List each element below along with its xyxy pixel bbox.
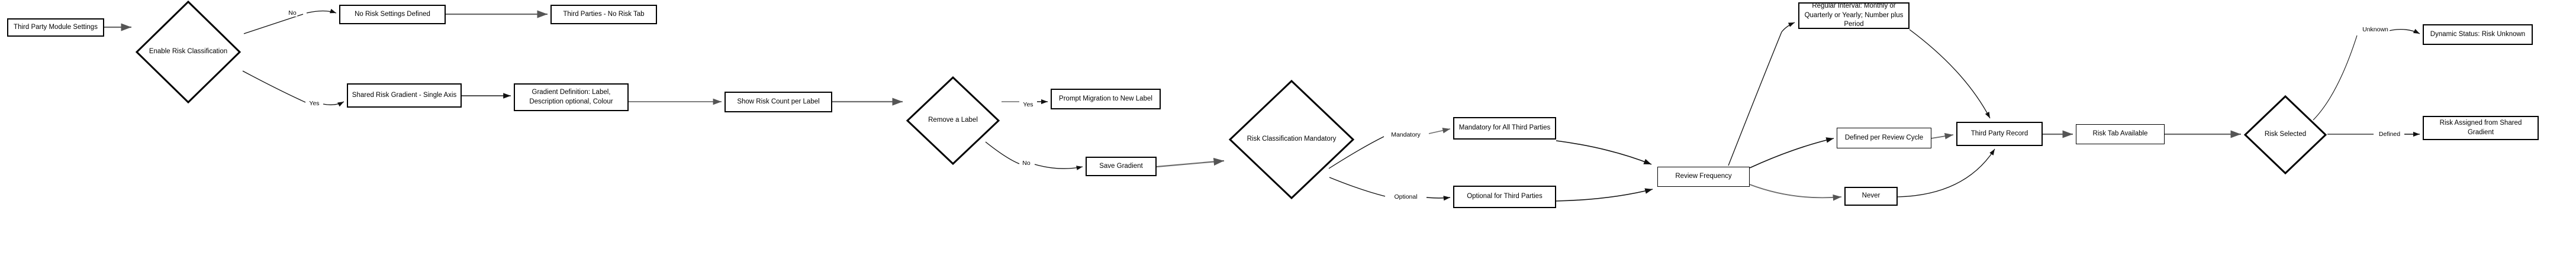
node-label: Gradient Definition: Label, Description …	[529, 88, 613, 105]
node-label: Third Party Module Settings	[14, 23, 98, 31]
node-label: Show Risk Count per Label	[737, 98, 820, 105]
edge-enable-yes	[242, 70, 344, 107]
edge-mandatoryall-to-reviewfreq	[1556, 140, 1652, 165]
node-third-party-module-settings[interactable]: Third Party Module Settings	[7, 18, 104, 37]
edge-label-yes-enable: Yes	[308, 100, 321, 107]
node-third-party-record[interactable]: Third Party Record	[1956, 122, 2043, 146]
node-optional-for-third-parties[interactable]: Optional for Third Parties	[1453, 186, 1556, 208]
node-no-risk-settings-defined[interactable]: No Risk Settings Defined	[339, 5, 446, 24]
edge-never-to-thirdpartyrecord	[1897, 148, 1995, 197]
node-label: Defined per Review Cycle	[1844, 134, 1924, 141]
node-label: Remove a Label	[928, 116, 978, 124]
node-label: Prompt Migration to New Label	[1059, 95, 1152, 102]
edge-label-defined: Defined	[2377, 131, 2402, 138]
node-defined-per-review-cycle[interactable]: Defined per Review Cycle	[1837, 128, 1931, 148]
diamond-shape	[135, 0, 242, 104]
node-risk-selected[interactable]: Risk Selected	[2243, 95, 2327, 175]
edge-reviewfreq-to-never	[1749, 184, 1842, 201]
node-label: Enable Risk Classification	[149, 48, 228, 56]
edge-optionalthird-to-reviewfreq	[1556, 188, 1653, 202]
edge-label-optional: Optional	[1393, 193, 1419, 200]
node-label: Regular Interval: Monthly or Quarterly o…	[1804, 2, 1904, 28]
node-label: Shared Risk Gradient - Single Axis	[352, 91, 457, 99]
node-label: No Risk Settings Defined	[355, 10, 430, 18]
node-regular-interval[interactable]: Regular Interval: Monthly or Quarterly o…	[1798, 2, 1910, 29]
edge-savegradient-to-mandatorydecision	[1156, 157, 1225, 168]
node-shared-risk-gradient-single-axis[interactable]: Shared Risk Gradient - Single Axis	[347, 83, 462, 108]
node-label: Third Party Record	[1970, 129, 2028, 137]
node-label: Third Parties - No Risk Tab	[563, 10, 645, 18]
diamond-shape	[906, 76, 1000, 166]
node-prompt-migration-to-new-label[interactable]: Prompt Migration to New Label	[1051, 89, 1161, 109]
node-mandatory-for-all-third-parties[interactable]: Mandatory for All Third Parties	[1453, 117, 1556, 140]
node-label: Risk Selected	[2264, 131, 2307, 138]
node-label: Review Frequency	[1675, 173, 1732, 180]
node-review-frequency[interactable]: Review Frequency	[1657, 167, 1750, 187]
node-label: Risk Assigned from Shared Gradient	[2439, 119, 2522, 136]
edge-definedcycle-to-thirdpartyrecord	[1931, 132, 1954, 140]
node-never[interactable]: Never	[1844, 187, 1898, 206]
edge-label-mandatory: Mandatory	[1390, 131, 1422, 138]
edge-reviewfreq-to-definedcycle	[1749, 137, 1834, 168]
node-label: Dynamic Status: Risk Unknown	[2430, 30, 2526, 38]
node-save-gradient[interactable]: Save Gradient	[1086, 157, 1157, 176]
edge-label-yes-removelabel: Yes	[1022, 101, 1035, 108]
edge-riskselected-unknown	[2313, 28, 2420, 121]
edge-label-no-enable: No	[287, 9, 298, 17]
edge-label-no-removelabel: No	[1021, 160, 1032, 167]
node-label: Risk Classification Mandatory	[1247, 135, 1337, 143]
node-label: Mandatory for All Third Parties	[1458, 124, 1551, 132]
node-risk-tab-available[interactable]: Risk Tab Available	[2076, 124, 2165, 144]
node-gradient-definition[interactable]: Gradient Definition: Label, Description …	[514, 83, 629, 111]
edge-reviewfreq-to-regularinterval	[1728, 22, 1795, 166]
node-label: Risk Tab Available	[2092, 130, 2148, 138]
edge-regularinterval-to-thirdpartyrecord	[1909, 29, 1991, 119]
node-label: Save Gradient	[1099, 162, 1143, 170]
node-third-parties-no-risk-tab[interactable]: Third Parties - No Risk Tab	[550, 5, 657, 24]
node-show-risk-count-per-label[interactable]: Show Risk Count per Label	[724, 92, 832, 112]
node-enable-risk-classification[interactable]: Enable Risk Classification	[135, 0, 242, 104]
edge-label-unknown: Unknown	[2361, 26, 2390, 33]
node-risk-assigned-from-shared-gradient[interactable]: Risk Assigned from Shared Gradient	[2423, 116, 2539, 140]
diamond-shape	[2243, 95, 2327, 175]
node-label: Optional for Third Parties	[1467, 193, 1543, 200]
node-label: Never	[1862, 192, 1881, 200]
node-remove-a-label[interactable]: Remove a Label	[906, 76, 1000, 166]
node-risk-classification-mandatory[interactable]: Risk Classification Mandatory	[1228, 79, 1355, 200]
node-dynamic-status-risk-unknown[interactable]: Dynamic Status: Risk Unknown	[2423, 24, 2533, 45]
diamond-shape	[1228, 79, 1355, 200]
